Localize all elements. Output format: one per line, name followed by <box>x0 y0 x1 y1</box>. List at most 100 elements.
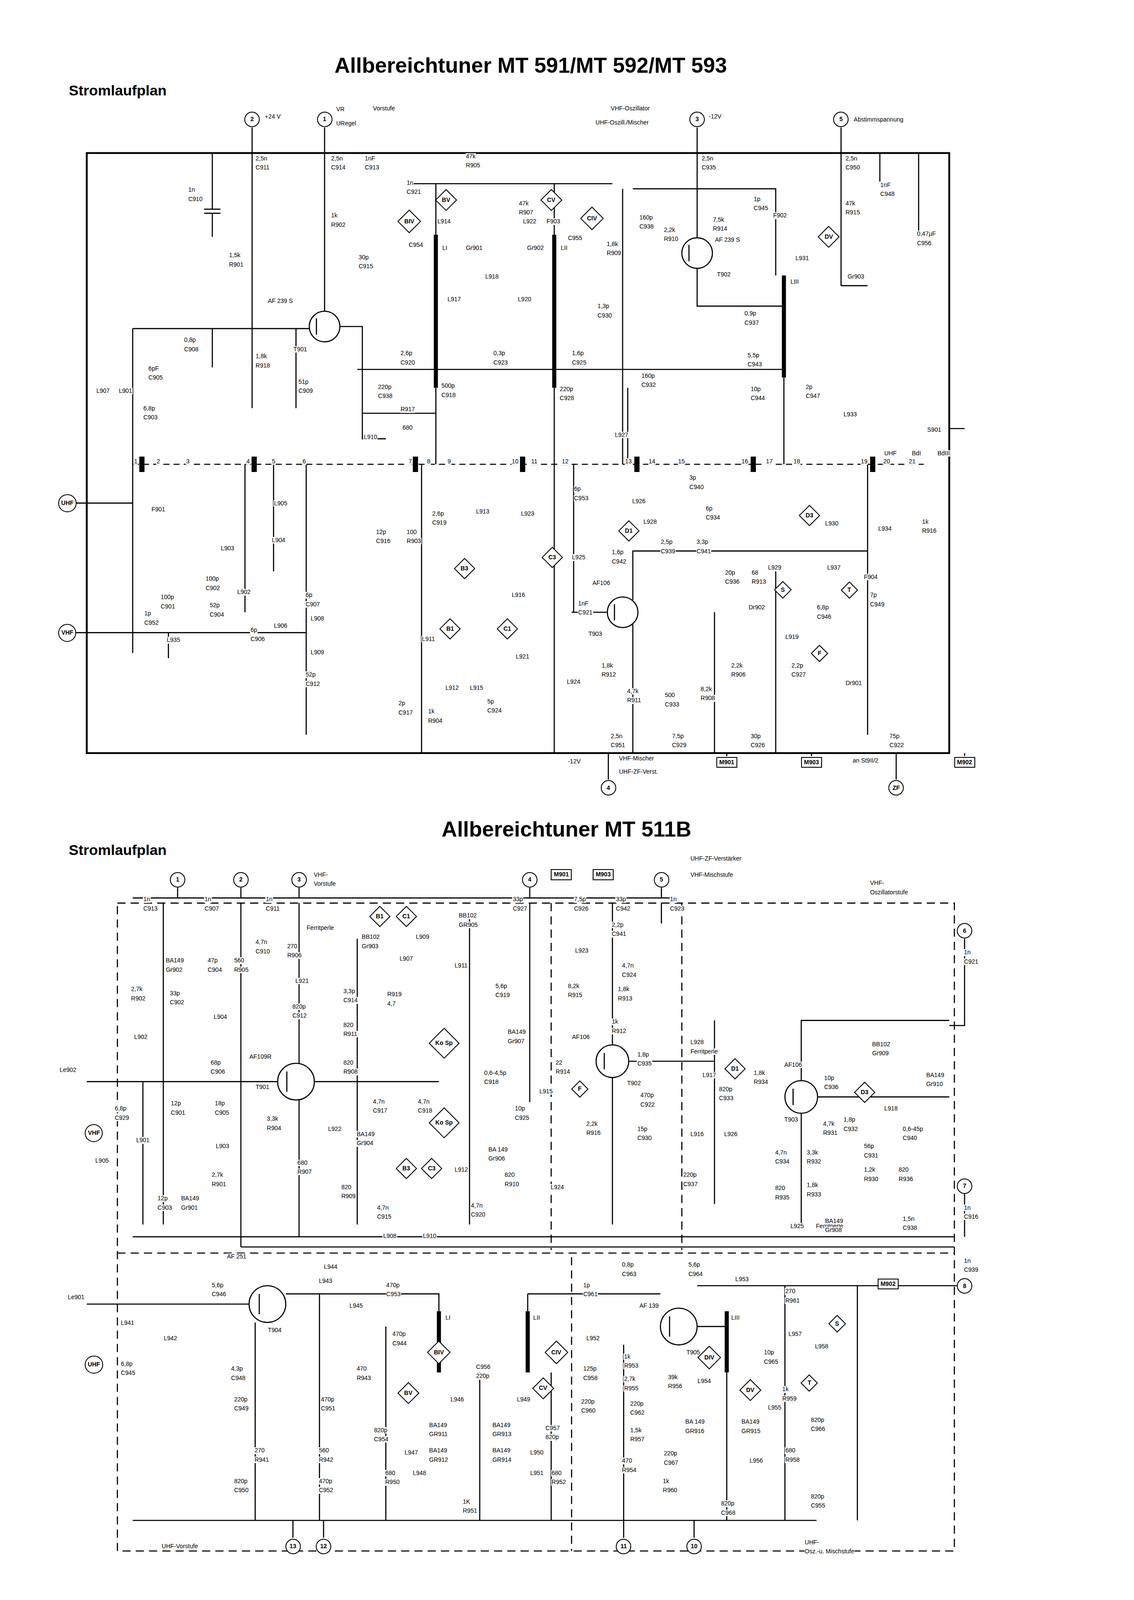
wire <box>86 1285 960 1538</box>
test-point-box: M901 <box>716 756 738 768</box>
component-label: C961 <box>582 1291 598 1298</box>
component-label: 17 <box>765 458 774 465</box>
component-label: 3,3k <box>266 1115 279 1123</box>
alignment-diamond: S <box>774 581 792 599</box>
component-label: 500p <box>440 382 455 389</box>
component-label: C931 <box>863 1152 879 1159</box>
component-label: Le901 <box>67 1294 85 1301</box>
component-label: C908 <box>183 346 199 353</box>
component-label: C916 <box>375 537 391 545</box>
diamond-shape <box>454 558 475 579</box>
component-label: C957 <box>545 1424 561 1432</box>
diagram-title: Allbereichtuner MT 591/MT 592/MT 593 <box>334 53 728 78</box>
component-label: 100p <box>204 575 220 582</box>
component-label: C918 <box>483 1078 499 1086</box>
component-label: C941 <box>696 548 712 555</box>
component-label: 30p <box>358 254 369 261</box>
component-label: C905 <box>214 1109 230 1117</box>
component-label: 12p <box>157 1195 168 1202</box>
component-label: C965 <box>763 1358 779 1366</box>
component-label: 10p <box>823 1074 835 1082</box>
node-label: 3 <box>695 115 699 123</box>
node-label: D1 <box>730 1065 739 1072</box>
wire <box>73 428 965 780</box>
component-label: BdIII <box>937 450 951 457</box>
component-label: R913 <box>617 995 633 1002</box>
component-label: 1p <box>143 610 152 617</box>
diamond-shape <box>427 1341 451 1364</box>
component-label: 1,8p <box>636 1051 650 1058</box>
component-label: L933 <box>843 411 858 418</box>
component-label: L923 <box>574 947 589 954</box>
component-label: 2,7k <box>623 1375 636 1383</box>
component-label: C913 <box>364 164 380 171</box>
component-label: 68p <box>210 1059 221 1066</box>
component-label: L907 <box>95 387 110 395</box>
component-label: C926 <box>573 905 589 912</box>
transistor-base <box>316 244 689 621</box>
component-label: R910 <box>663 235 679 243</box>
component-label: R905 <box>465 162 481 169</box>
component-label: BB102 <box>361 933 380 941</box>
component-label: Gr909 <box>871 1050 890 1057</box>
component-label: 75p <box>889 733 900 740</box>
component-label: C938 <box>638 223 654 230</box>
diamond-shape <box>697 1346 721 1369</box>
component-label: 10p <box>750 385 761 393</box>
component-label: 500 <box>664 691 676 699</box>
component-label: 18p <box>214 1100 226 1107</box>
component-label: 1,8k <box>606 240 619 248</box>
alignment-diamond: BV <box>435 189 458 211</box>
component-label: 2 <box>156 458 161 465</box>
component-label: R910 <box>504 1181 520 1188</box>
component-label: L928 <box>643 518 658 526</box>
component-label: 6p <box>705 505 713 512</box>
component-label: R902 <box>130 995 146 1002</box>
component-label: R959 <box>781 1395 797 1402</box>
component-label: 1,8k <box>601 662 614 669</box>
transistor-symbol <box>249 1285 286 1323</box>
component-label: C901 <box>160 603 176 610</box>
component-label: 1k <box>921 518 930 526</box>
component-label: C921 <box>406 188 422 196</box>
schematic-heading: Stromlaufplan <box>68 82 168 99</box>
component-label: L904 <box>213 1013 228 1021</box>
component-label: R909 <box>606 249 622 257</box>
terminal-circle: VHF <box>84 1124 103 1143</box>
diamond-shape <box>545 1341 568 1364</box>
component-label: L951 <box>529 1469 544 1477</box>
alignment-diamond: B1 <box>369 905 391 927</box>
node-label: C1 <box>503 625 512 633</box>
component-label: 820 <box>774 1184 786 1192</box>
component-label: F902 <box>772 212 788 219</box>
component-label: L910 <box>363 433 378 441</box>
component-label: L905 <box>273 500 288 507</box>
transistor-symbol <box>596 1044 629 1078</box>
component-label: L921 <box>515 653 530 660</box>
component-label: C940 <box>688 483 704 491</box>
component-label: an St9II/2 <box>852 757 879 764</box>
alignment-diamond: F <box>571 1080 589 1098</box>
component-label: C906 <box>210 1068 226 1075</box>
component-label: C939 <box>660 548 676 555</box>
component-label: R930 <box>863 1175 879 1183</box>
component-label: 4 <box>246 458 251 465</box>
component-label: C918 <box>417 1107 433 1114</box>
component-label: C929 <box>114 1114 130 1122</box>
component-label: C944 <box>391 1340 407 1347</box>
component-label: 100 <box>406 528 417 536</box>
component-label: +24 V <box>264 113 282 120</box>
component-label: Gr904 <box>356 1139 374 1147</box>
module-frame <box>117 902 955 1551</box>
component-label: 1,5k <box>629 1427 642 1434</box>
alignment-diamond: C1 <box>395 905 417 927</box>
component-label: BA 149 <box>684 1418 705 1425</box>
component-label: 2p <box>397 700 406 707</box>
component-label: L944 <box>323 1263 338 1271</box>
component-label: L927 <box>614 431 629 439</box>
component-label: C938 <box>902 1224 918 1232</box>
component-label: S901 <box>926 426 942 434</box>
component-label: C945 <box>120 1369 136 1377</box>
component-label: BdI <box>911 450 922 457</box>
component-label: GR913 <box>492 1430 512 1438</box>
